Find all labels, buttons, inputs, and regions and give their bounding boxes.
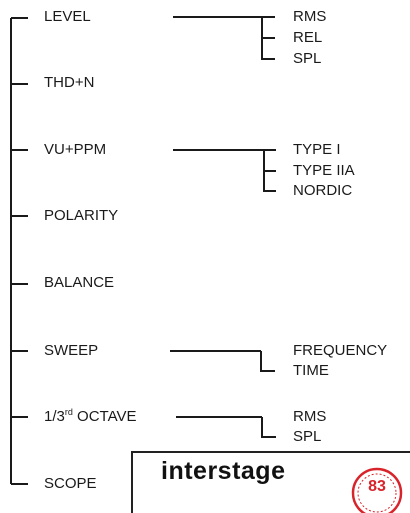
octave-label-sup: rd <box>64 407 73 417</box>
submenu-item-octave-spl: SPL <box>293 428 322 445</box>
menu-item-sweep: SWEEP <box>44 342 99 359</box>
brand-seal-text: 83 <box>368 478 386 495</box>
submenu-item-spl: SPL <box>293 50 322 67</box>
menu-item-polarity: POLARITY <box>44 207 119 224</box>
submenu-item-type-iia: TYPE IIA <box>293 162 355 179</box>
submenu-item-frequency: FREQUENCY <box>293 342 388 359</box>
submenu-item-octave-rms: RMS <box>293 408 327 425</box>
brand-name: interstage <box>161 457 286 485</box>
menu-item-scope: SCOPE <box>44 475 97 492</box>
menu-item-octave: 1/3rd OCTAVE <box>44 408 137 426</box>
menu-tree-lines <box>10 16 276 485</box>
menu-item-vuppm: VU+PPM <box>44 141 107 158</box>
menu-item-balance: BALANCE <box>44 274 115 291</box>
octave-label-main: 1/3 <box>44 408 65 425</box>
submenu-item-rms: RMS <box>293 8 327 25</box>
menu-item-thdn: THD+N <box>44 74 95 91</box>
menu-item-level: LEVEL <box>44 8 91 25</box>
submenu-item-time: TIME <box>293 362 329 379</box>
octave-label-rest: OCTAVE <box>72 408 137 425</box>
submenu-item-nordic: NORDIC <box>293 182 353 199</box>
submenu-item-rel: REL <box>293 29 323 46</box>
brand-seal-icon: 83 <box>351 467 403 513</box>
submenu-item-type-i: TYPE I <box>293 141 341 158</box>
brand-panel: interstage 83 <box>131 451 410 513</box>
